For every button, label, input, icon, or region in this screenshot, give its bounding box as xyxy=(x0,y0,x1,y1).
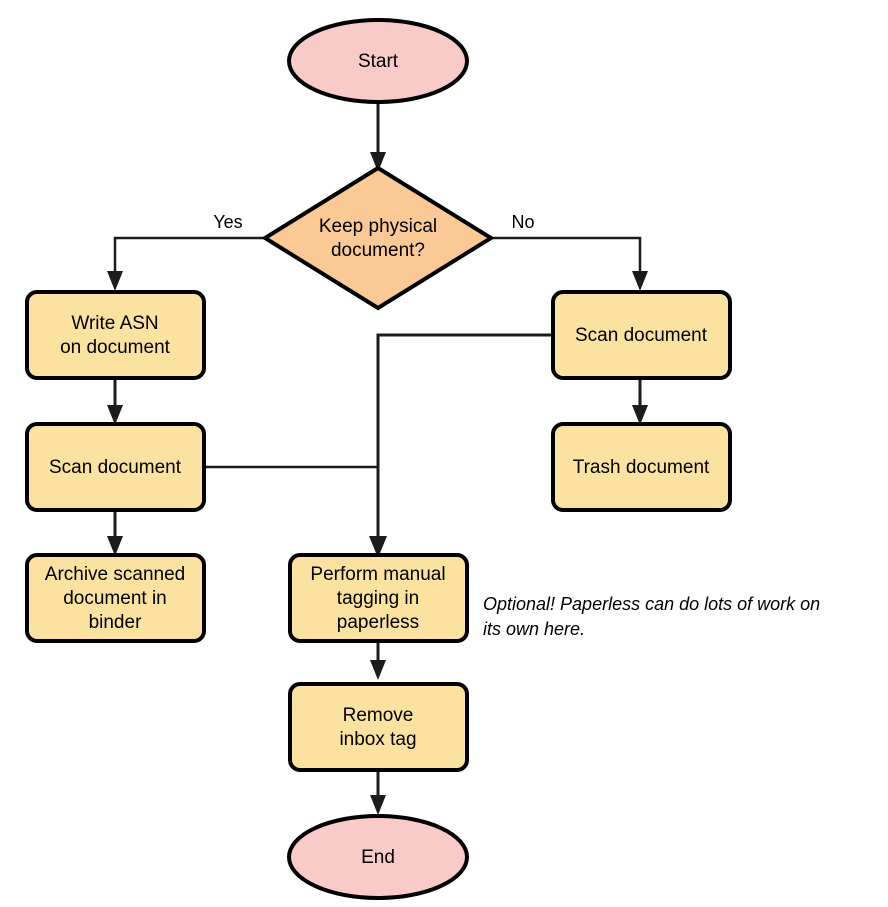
node-trash-document[interactable]: Trash document xyxy=(551,422,732,512)
node-archive-label-line3: binder xyxy=(89,612,142,633)
node-scan-document-left[interactable]: Scan document xyxy=(25,422,206,512)
node-tagging-label-line3: paperless xyxy=(337,612,419,633)
node-decision-label-line1: Keep physical xyxy=(319,216,437,237)
node-remove-inbox-tag[interactable]: Remove inbox tag xyxy=(288,682,469,772)
node-decision-keep-physical-document[interactable]: Keep physical document? xyxy=(261,165,495,311)
node-perform-manual-tagging[interactable]: Perform manual tagging in paperless xyxy=(288,553,469,643)
edge-label-yes: Yes xyxy=(213,212,242,232)
node-start[interactable]: Start xyxy=(287,18,469,104)
node-tagging-label-line1: Perform manual xyxy=(310,564,445,585)
node-scan-document-left-label: Scan document xyxy=(49,457,182,478)
connector-scanleft-to-archive xyxy=(107,510,123,556)
node-scan-document-right[interactable]: Scan document xyxy=(551,290,732,380)
connector-decision-no xyxy=(491,236,648,291)
connector-tagging-to-removeinbox xyxy=(370,641,386,680)
node-write-asn[interactable]: Write ASN on document xyxy=(25,290,206,380)
connector-decision-yes xyxy=(107,236,265,291)
node-decision-label-line2: document? xyxy=(331,240,425,261)
connector-writeasn-to-scanleft xyxy=(107,378,123,425)
node-archive-label-line1: Archive scanned xyxy=(45,564,185,585)
connector-scanright-to-tagging xyxy=(369,333,552,558)
node-write-asn-label-line2: on document xyxy=(60,337,171,358)
node-archive-label-line2: document in xyxy=(63,588,167,609)
node-remove-inbox-label-line1: Remove xyxy=(343,705,414,726)
node-scan-document-right-label: Scan document xyxy=(575,325,708,346)
annotation-optional-note: Optional! Paperless can do lots of work … xyxy=(483,594,820,639)
node-remove-inbox-label-line2: inbox tag xyxy=(339,729,416,750)
node-trash-document-label: Trash document xyxy=(573,457,710,478)
node-end[interactable]: End xyxy=(287,814,469,900)
annotation-optional-note-line2: its own here. xyxy=(483,619,585,639)
annotation-optional-note-line1: Optional! Paperless can do lots of work … xyxy=(483,594,820,614)
node-archive-scanned-document[interactable]: Archive scanned document in binder xyxy=(25,553,206,643)
node-end-label: End xyxy=(361,847,395,868)
node-write-asn-label-line1: Write ASN xyxy=(71,313,158,334)
connector-start-to-decision xyxy=(370,102,386,172)
connector-scanright-to-trash xyxy=(632,378,648,425)
node-tagging-label-line2: tagging in xyxy=(337,588,419,609)
connector-removeinbox-to-end xyxy=(370,771,386,815)
node-start-label: Start xyxy=(358,51,399,72)
edge-label-no: No xyxy=(511,212,534,232)
